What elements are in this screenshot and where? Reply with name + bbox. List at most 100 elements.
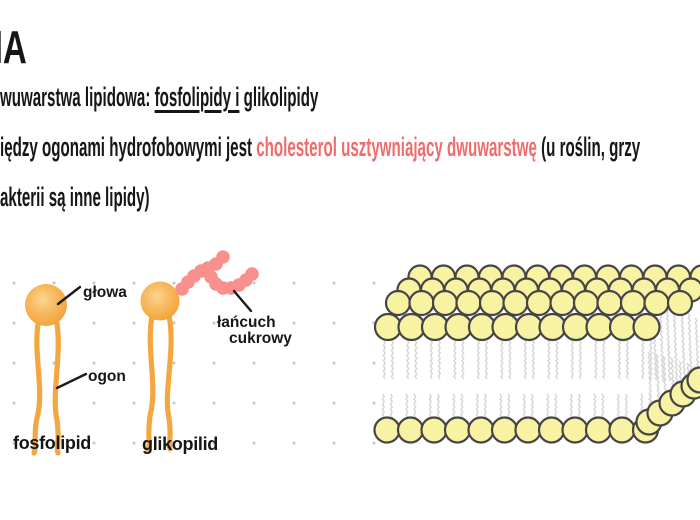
lipid-head: [431, 289, 459, 317]
lipid-tail-squiggle: [522, 393, 527, 421]
lipid-head: [491, 312, 520, 342]
glycolipid-diagram: łańcuch cukrowy glikopilid: [140, 250, 292, 454]
lipid-head: [514, 312, 544, 342]
sugar-bead: [216, 250, 230, 264]
lipid-tail-squiggle: [414, 339, 418, 380]
sugar-chain: [175, 250, 259, 296]
lipid-head: [619, 289, 647, 317]
page-title-fragment: NA: [0, 21, 27, 73]
sugar-chain-pointer-line: [232, 289, 253, 313]
lipid-tail-squiggle: [665, 302, 672, 382]
lipid-head: [538, 312, 567, 342]
lipid-tail-squiggle: [405, 393, 409, 421]
lipid-tail-squiggle: [594, 339, 598, 380]
lipid-tail-squiggle: [680, 309, 687, 384]
lipid-tail-squiggle: [484, 339, 489, 380]
lipid-head: [537, 416, 566, 444]
lipid-tail-squiggle: [569, 393, 574, 421]
lipid-tail-squiggle: [625, 339, 630, 380]
lipid-head: [396, 416, 425, 444]
lipid-head: [467, 312, 497, 342]
lipid-head: [514, 416, 542, 444]
lipid-tail-squiggle: [500, 339, 504, 380]
glycolipid-caption: glikopilid: [142, 434, 218, 454]
lipid-head: [666, 289, 694, 317]
phospholipid-head: [25, 284, 67, 326]
lipid-head: [373, 416, 401, 444]
lipid-head: [572, 289, 600, 317]
head-label-pointer-line: [56, 285, 82, 306]
lipid-head: [561, 312, 591, 342]
lipid-tail-squiggle: [382, 339, 387, 380]
lipid-tail-squiggle: [507, 393, 511, 421]
lipid-tail-squiggle: [531, 339, 536, 380]
lipid-tail-squiggle: [437, 339, 442, 380]
lipid-tail-squiggle: [475, 393, 480, 421]
head-label: głowa: [83, 284, 127, 301]
bilayer-diagram: [373, 264, 700, 444]
glycolipid-tail-left: [145, 313, 156, 453]
lipid-tail-squiggle: [570, 339, 575, 380]
lipid-tail-squiggle: [483, 393, 488, 421]
lipid-tail-squiggle: [453, 339, 457, 380]
lipid-tail-squiggle: [413, 393, 417, 421]
phospholipid-diagram: głowa ogon fosfolipid: [13, 284, 127, 456]
lipid-tail-squiggle: [429, 339, 434, 380]
phospholipid-caption: fosfolipid: [13, 433, 91, 453]
lipid-tail-squiggle: [452, 393, 456, 421]
lipid-head: [596, 289, 623, 317]
lipid-head: [585, 312, 614, 342]
sugar-bead: [245, 267, 259, 281]
tail-label-pointer-line: [55, 372, 88, 390]
lipid-tail-squiggle: [406, 339, 410, 380]
lipid-head: [561, 416, 589, 444]
lipid-tail-squiggle: [617, 339, 622, 380]
lipid-tail-squiggle: [672, 304, 679, 384]
note-text: (u roślin, grzy: [536, 132, 641, 162]
lipid-head: [549, 289, 576, 317]
lipid-tail-squiggle: [555, 339, 559, 380]
tail-label: ogon: [88, 368, 126, 385]
lipid-tail-squiggle: [530, 393, 535, 421]
lipid-tail-squiggle: [578, 339, 583, 380]
glycolipid-head: [140, 281, 180, 321]
lipid-head: [490, 416, 519, 444]
phospholipid-tail-right: [52, 315, 61, 456]
lipid-head: [584, 416, 613, 444]
glycolipid-tail-right: [164, 313, 174, 452]
lipid-tail-squiggle: [616, 393, 621, 421]
lipid-head: [632, 312, 661, 342]
lipid-tail-squiggle: [389, 393, 394, 421]
lipid-tail-squiggle: [436, 393, 441, 421]
lipid-head: [643, 289, 670, 317]
lipid-head: [686, 366, 700, 394]
lipid-tail-squiggle: [476, 339, 481, 380]
note-text: iędzy ogonami hydrofobowymi jest: [0, 132, 257, 162]
note-text: wuwarstwa lipidowa:: [0, 82, 155, 112]
lipid-tail-squiggle: [428, 393, 433, 421]
lipid-head: [467, 416, 495, 444]
lipid-head: [444, 312, 473, 342]
lipid-tail-squiggle: [547, 339, 551, 380]
lipid-tail-squiggle: [461, 339, 465, 380]
lipid-head: [502, 289, 529, 317]
lipid-head: [384, 289, 412, 317]
lipid-tail-squiggle: [508, 339, 512, 380]
lipid-head: [608, 416, 636, 444]
lipid-tail-squiggle: [649, 339, 653, 380]
note-text-underlined: fosfolipidy i: [154, 82, 240, 112]
lipid-tail-squiggle: [593, 393, 597, 421]
note-text: akterii są inne lipidy): [0, 182, 150, 212]
lipid-tail-squiggle: [601, 393, 605, 421]
lipid-tail-squiggle: [624, 393, 629, 421]
lipid-head: [373, 312, 403, 342]
lipid-head: [420, 312, 450, 342]
phospholipid-tail-left: [31, 315, 43, 456]
note-line-bilayer-types: wuwarstwa lipidowa: fosfolipidy i glikol…: [0, 82, 318, 113]
lipid-tail-squiggle: [546, 393, 550, 421]
lipid-head: [455, 289, 482, 317]
lipid-tail-squiggle: [499, 393, 503, 421]
lipid-head: [608, 312, 638, 342]
